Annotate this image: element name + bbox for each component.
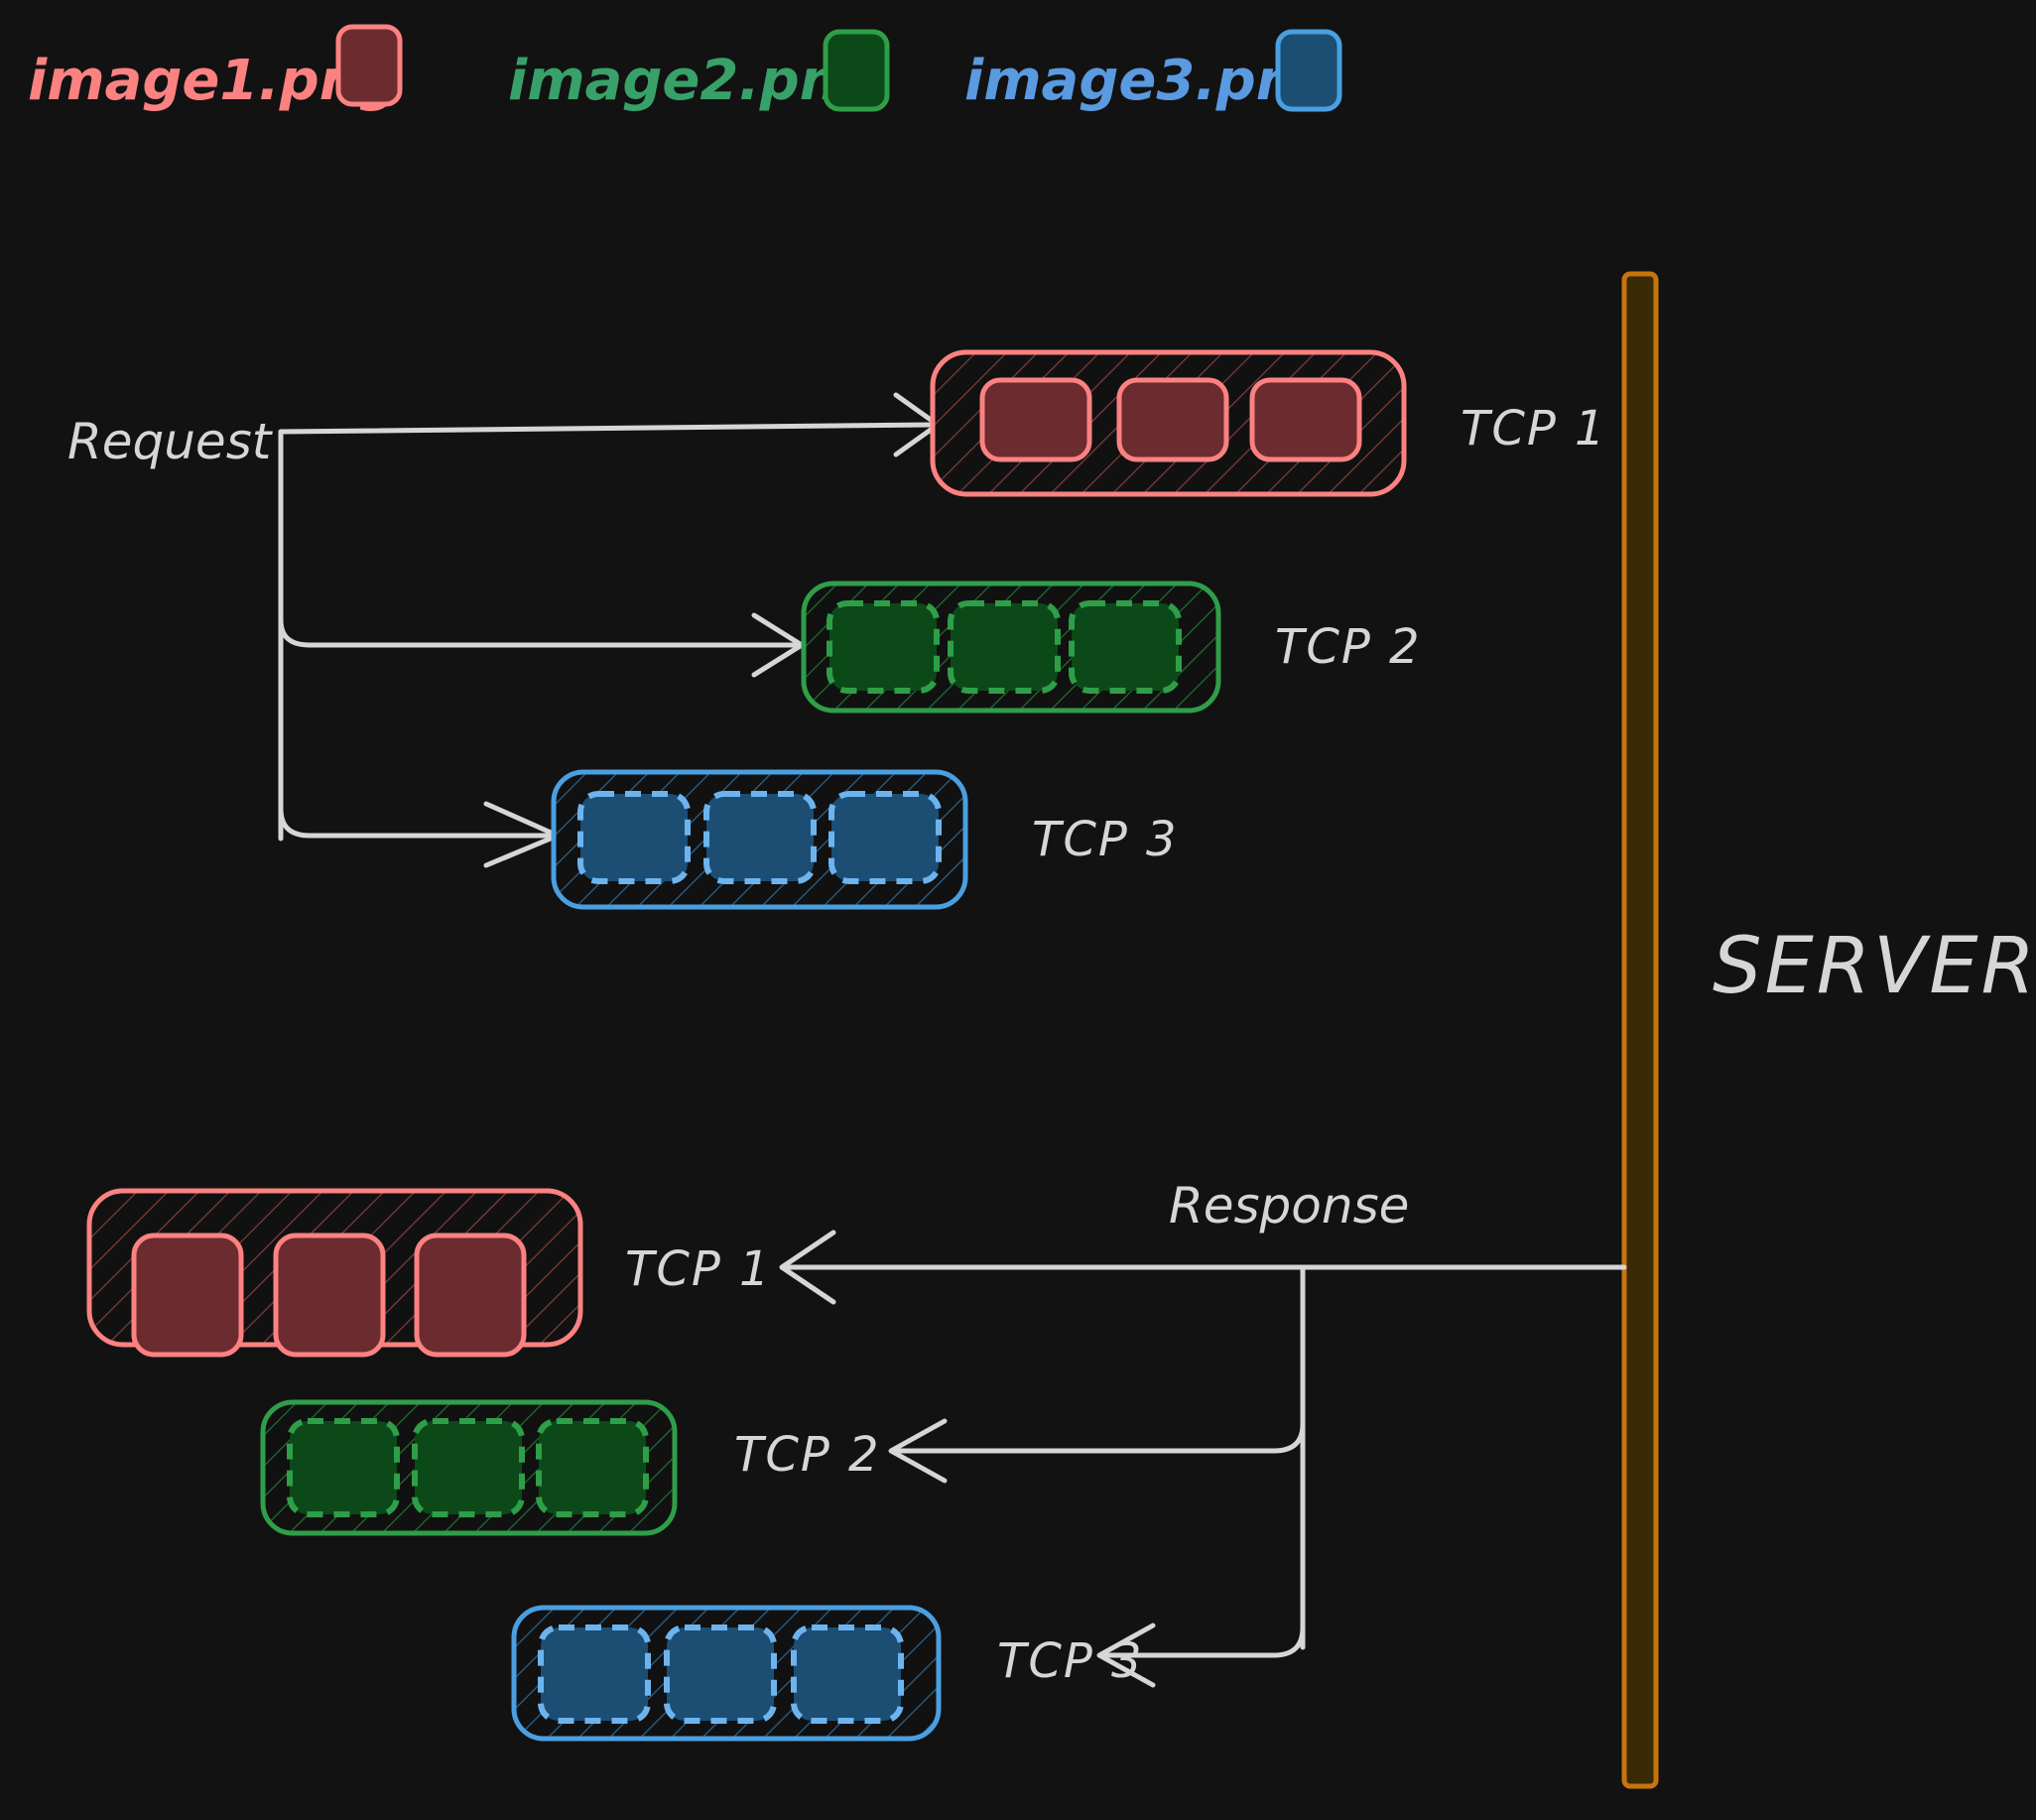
response-tcp3-label: TCP 3 xyxy=(997,1633,1144,1689)
response-tcp1-label: TCP 1 xyxy=(625,1241,772,1297)
packet-box xyxy=(1069,600,1182,694)
request-branch-tcp3 xyxy=(278,806,559,839)
response-tcp1-group: TCP 1 xyxy=(86,1188,772,1358)
packet-box xyxy=(273,1233,386,1358)
request-arrows: Request xyxy=(67,392,941,868)
packet-box xyxy=(538,1625,651,1724)
packet-box xyxy=(287,1418,400,1517)
request-label: Request xyxy=(67,413,274,470)
packet-box xyxy=(131,1233,244,1358)
response-tcp2-label: TCP 2 xyxy=(734,1427,881,1483)
request-tcp2-group: TCP 2 xyxy=(801,581,1422,714)
response-branch-tcp3 xyxy=(1098,1625,1306,1658)
image1-swatch xyxy=(335,24,403,107)
legend-item-image1: image1.png xyxy=(28,24,403,113)
packet-box xyxy=(412,1418,525,1517)
packet-box xyxy=(1116,377,1229,462)
response-tcp3-group: TCP 3 xyxy=(511,1605,1144,1742)
image2-swatch xyxy=(823,29,890,112)
request-tcp1-group: TCP 1 xyxy=(930,349,1607,497)
legend-item-image3: image3.png xyxy=(964,29,1342,113)
response-tcp2-group: TCP 2 xyxy=(260,1399,881,1536)
packet-box xyxy=(703,791,817,884)
response-branch-tcp2 xyxy=(890,1421,1306,1454)
packet-box xyxy=(1249,377,1362,462)
response-arrowhead-tcp1 xyxy=(779,1230,836,1305)
legend-label-image3: image3.png xyxy=(964,49,1336,113)
request-branch-tcp2 xyxy=(278,617,802,648)
response-label: Response xyxy=(1169,1177,1409,1235)
request-branch-tcp1 xyxy=(278,422,936,435)
packet-box xyxy=(828,791,942,884)
response-arrows: Response xyxy=(779,1177,1627,1688)
request-tcp3-group: TCP 3 xyxy=(551,769,1179,910)
request-tcp2-label: TCP 2 xyxy=(1275,619,1422,675)
packet-box xyxy=(948,600,1061,694)
packet-box xyxy=(664,1625,777,1724)
request-tcp1-label: TCP 1 xyxy=(1461,401,1607,456)
image3-swatch xyxy=(1275,29,1342,112)
packet-box xyxy=(577,791,691,884)
packet-box xyxy=(536,1418,649,1517)
server-bar xyxy=(1621,271,1659,1789)
request-tcp3-label: TCP 3 xyxy=(1032,812,1179,867)
packet-box xyxy=(827,600,940,694)
legend-item-image2: image2.png xyxy=(508,29,890,113)
server-label: SERVER xyxy=(1713,922,2036,1011)
packet-box xyxy=(791,1625,904,1724)
legend-label-image2: image2.png xyxy=(508,49,879,113)
legend: image1.png image2.png image3.png xyxy=(28,24,1342,113)
server: SERVER xyxy=(1621,271,2036,1789)
packet-box xyxy=(979,377,1092,462)
response-arrowhead-tcp3 xyxy=(1096,1623,1156,1688)
packet-box xyxy=(414,1233,527,1358)
response-arrowhead-tcp2 xyxy=(888,1418,948,1484)
